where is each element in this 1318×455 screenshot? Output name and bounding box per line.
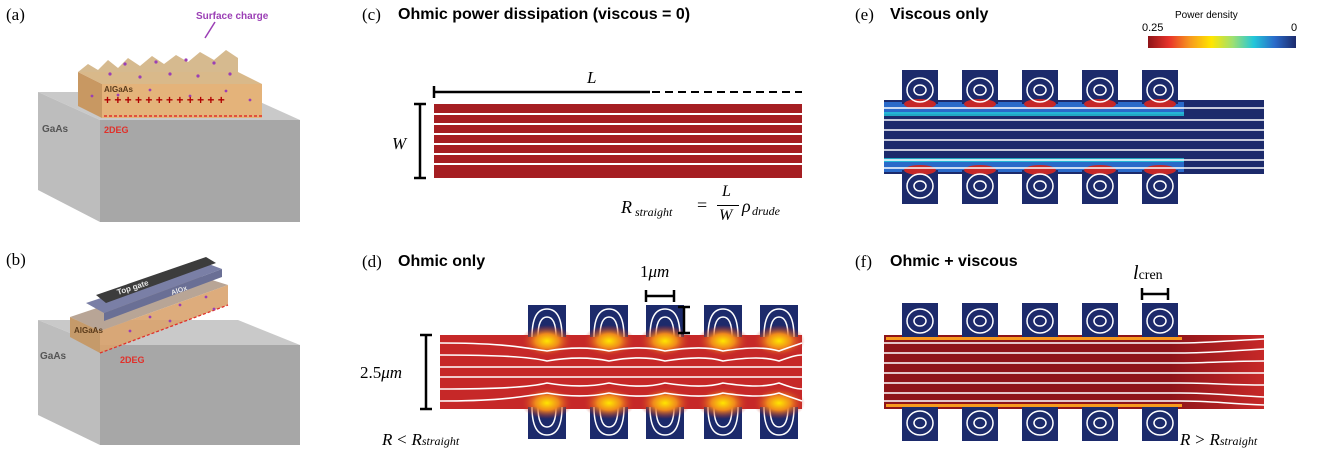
algaas-text-a: AlGaAs — [104, 85, 133, 94]
panel-a-heterostructure-illustration: + + + + + + + + + + + + AlGaAs GaAs 2DEG… — [38, 11, 300, 222]
channel-width-scale-label: 2.5μm — [360, 363, 403, 382]
panel-e-label: (e) — [855, 5, 874, 24]
panel-b-label: (b) — [6, 250, 26, 269]
alox-text: AlOx — [170, 285, 188, 297]
panel-a-label: (a) — [6, 5, 25, 24]
panel-f-title: Ohmic + viscous — [890, 253, 1018, 270]
crenellation-length-symbol: lcren — [1133, 262, 1163, 284]
width-symbol: W — [392, 134, 407, 153]
colorbar-max-label: 0.25 — [1142, 22, 1164, 34]
panel-c-title: Ohmic power dissipation (viscous = 0) — [398, 6, 691, 23]
surface-charge-label: Surface charge — [196, 11, 269, 22]
colorbar-gradient — [1148, 36, 1296, 48]
length-symbol: L — [587, 68, 597, 87]
r-straight-formula: R straight = L W ρ drude — [621, 183, 780, 224]
one-micron-scale-label: 1μm — [640, 262, 670, 281]
gaas-text-b: GaAs — [40, 351, 67, 362]
panel-d-ohmic-map — [420, 290, 805, 439]
twodeg-text-b: 2DEG — [120, 355, 145, 365]
svg-text:+ + + + + + + + + + + +: + + + + + + + + + + + + — [104, 93, 225, 107]
colorbar-label: Power density — [1175, 10, 1238, 21]
panel-b-heterostructure-illustration: Top gate AlOx AlGaAs GaAs 2DEG — [38, 257, 300, 445]
r-greater-than-r-straight: R > Rstraight — [1180, 430, 1258, 449]
colorbar-min-label: 0 — [1291, 22, 1298, 34]
panel-c-straight-channel — [414, 86, 802, 180]
panel-d-label: (d) — [362, 252, 382, 271]
panel-d-title: Ohmic only — [398, 253, 486, 270]
panel-e-viscous-map — [884, 70, 1264, 204]
algaas-text-b: AlGaAs — [74, 326, 103, 335]
power-density-colorbar: Power density 0.25 0 — [1140, 10, 1300, 50]
panel-f-label: (f) — [855, 252, 872, 271]
r-less-than-r-straight: R < Rstraight — [382, 430, 460, 449]
twodeg-text-a: 2DEG — [104, 125, 129, 135]
panel-e-title: Viscous only — [890, 6, 989, 23]
panel-f-ohmic-viscous-map — [884, 288, 1265, 441]
gaas-text-a: GaAs — [42, 124, 69, 135]
panel-c-label: (c) — [362, 5, 381, 24]
